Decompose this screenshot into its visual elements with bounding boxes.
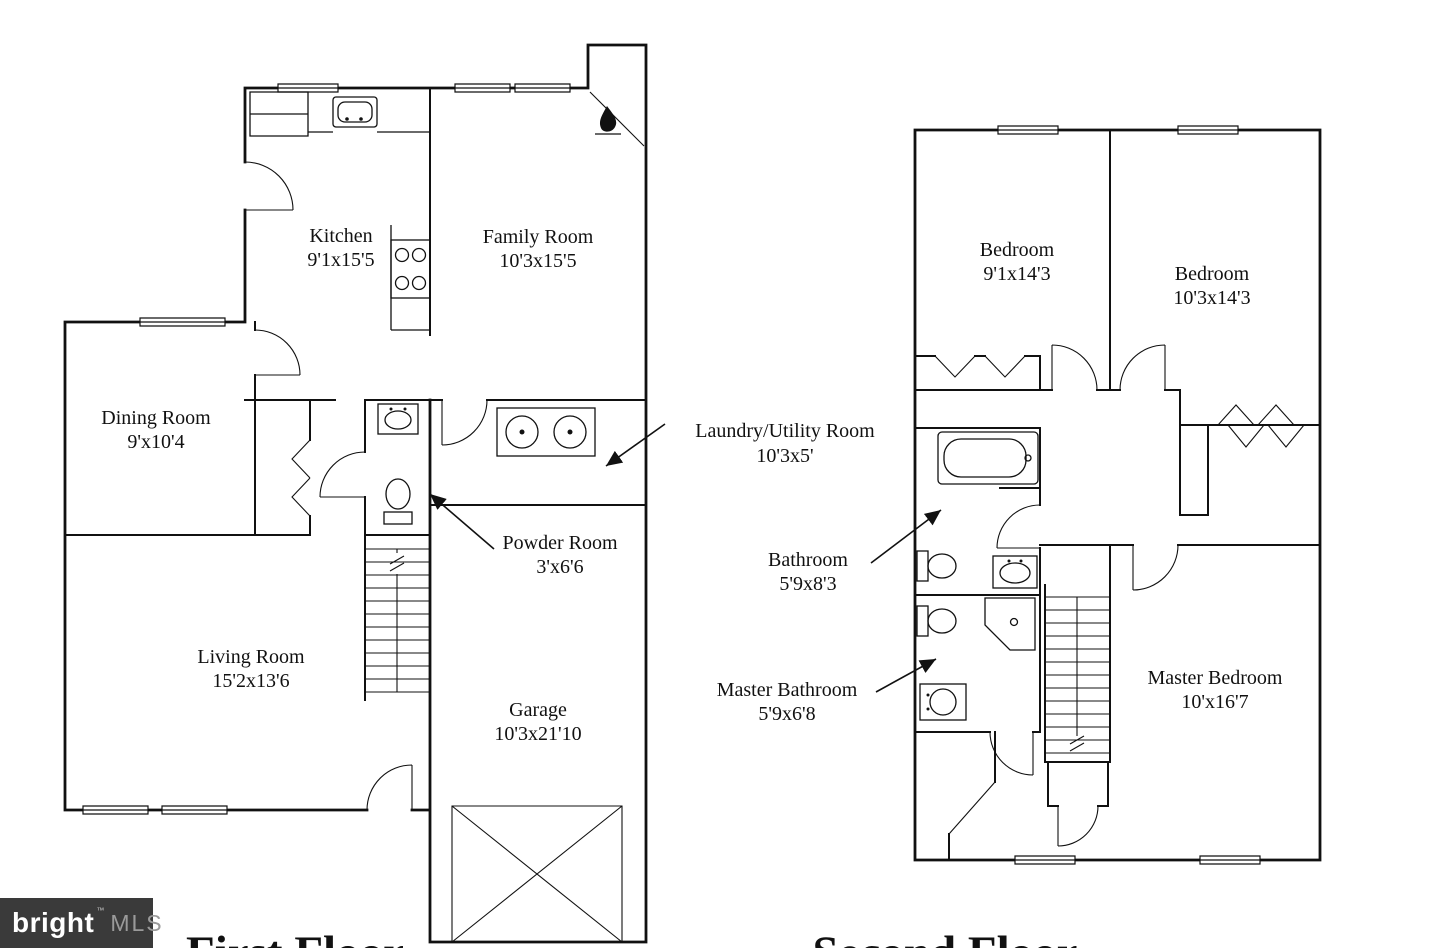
stove-icon: [390, 239, 431, 299]
stair-direction-line: [389, 549, 405, 692]
bathroom-fixtures: [916, 431, 1039, 589]
powder-room-fixtures: [377, 403, 419, 525]
first-floor-plan: [63, 43, 648, 944]
second-floor-caption: Second Floor: [812, 927, 1077, 948]
door-arc: [996, 504, 1041, 549]
door-arc: [441, 399, 488, 446]
bedroom-right-dims: 10'3x14'3: [1173, 287, 1250, 309]
second-floor-exterior-walls: [913, 128, 1322, 862]
laundry-dims: 10'3x5': [756, 445, 813, 467]
master-bathroom-dims: 5'9x6'8: [758, 703, 815, 725]
washer-dryer-icon: [496, 407, 596, 457]
first-floor-caption: First Floor: [186, 927, 404, 948]
bedroom-left-dims: 9'1x14'3: [983, 263, 1050, 285]
laundry-arrow: [605, 423, 666, 467]
master-bathroom-label: Master Bathroom: [717, 679, 858, 701]
master-bedroom-label: Master Bedroom: [1148, 667, 1283, 689]
sink-icon: [377, 403, 419, 435]
first-floor-doors: [244, 161, 488, 811]
bathroom-dims: 5'9x8'3: [779, 573, 836, 595]
master-bedroom-dims: 10'x16'7: [1181, 691, 1248, 713]
kitchen-sink-icon: [332, 96, 378, 128]
bedroom-left-label: Bedroom: [980, 239, 1055, 261]
first-floor-exterior-walls: [63, 43, 648, 944]
door-arc: [244, 161, 294, 211]
second-floor-interior-walls: [914, 129, 1321, 861]
window: [1199, 855, 1261, 865]
garage-door: [451, 805, 623, 943]
kitchen-cabinet: [249, 91, 309, 137]
window: [139, 317, 226, 327]
kitchen-label: Kitchen: [309, 225, 372, 247]
garage-dims: 10'3x21'10: [494, 723, 581, 745]
door-arc: [254, 329, 301, 376]
window: [454, 83, 511, 93]
closet-bifold-doors: [934, 355, 1305, 835]
stair-direction-line: [1069, 597, 1085, 752]
door-arc: [1119, 344, 1166, 391]
door-arc: [1132, 544, 1179, 591]
family-room-label: Family Room: [483, 226, 594, 248]
annotation-arrows: [429, 423, 942, 693]
door-arc: [989, 731, 1034, 776]
kitchen-dims: 9'1x15'5: [307, 249, 374, 271]
family-room-dims: 10'3x15'5: [499, 250, 576, 272]
sink-icon: [992, 555, 1038, 589]
fireplace-icon: [595, 106, 621, 135]
closet-bifold-doors: [291, 439, 311, 517]
fireplace-chamfer-wall: [589, 91, 645, 147]
door-arc: [319, 451, 366, 498]
dining-room-dims: 9'x10'4: [127, 431, 184, 453]
bathtub-icon: [937, 431, 1039, 485]
door-arc: [1057, 805, 1099, 847]
brightmls-logo: bright ™ MLS: [0, 898, 162, 948]
second-floor-windows: [997, 125, 1261, 865]
powder-room-dims: 3'x6'6: [536, 556, 583, 578]
window: [277, 83, 339, 93]
window: [161, 805, 228, 815]
garage-label: Garage: [509, 699, 567, 721]
window: [82, 805, 149, 815]
kitchen-counter: [308, 131, 430, 331]
bedroom-right-label: Bedroom: [1175, 263, 1250, 285]
door-arc: [1051, 344, 1098, 391]
powder-room-label: Powder Room: [503, 532, 618, 554]
brightmls-logo-brand: bright: [12, 907, 95, 938]
powder-room-arrow: [429, 493, 495, 550]
first-floor-interior-walls: [64, 87, 647, 701]
sink-icon: [919, 683, 967, 721]
kitchen-fixtures: [249, 91, 431, 331]
window: [514, 83, 571, 93]
bathroom-arrow: [870, 509, 942, 564]
floor-captions: First Floor Second Floor: [186, 927, 1077, 948]
front-door-arc: [366, 764, 413, 811]
toilet-icon: [383, 478, 413, 525]
second-floor-plan: [913, 125, 1322, 865]
window: [1177, 125, 1239, 135]
dining-room-label: Dining Room: [101, 407, 211, 429]
second-floor-doors: [934, 344, 1305, 847]
living-room-dims: 15'2x13'6: [212, 670, 289, 692]
staircase-second-floor: [1045, 596, 1110, 754]
laundry-label: Laundry/Utility Room: [695, 420, 875, 442]
window: [1014, 855, 1076, 865]
master-bathroom-fixtures: [916, 597, 1036, 721]
first-floor-windows: [82, 83, 571, 815]
brightmls-logo-suffix: MLS: [110, 909, 164, 936]
living-room-label: Living Room: [197, 646, 305, 668]
master-bathroom-arrow: [875, 658, 937, 693]
bathroom-label: Bathroom: [768, 549, 848, 571]
trademark-symbol: ™: [96, 906, 105, 915]
staircase-first-floor: [365, 548, 430, 693]
corner-shower-icon: [984, 597, 1036, 651]
toilet-icon: [916, 550, 957, 582]
room-labels: Kitchen 9'1x15'5 Family Room 10'3x15'5 D…: [101, 225, 1283, 745]
toilet-icon: [916, 605, 957, 637]
window: [997, 125, 1059, 135]
